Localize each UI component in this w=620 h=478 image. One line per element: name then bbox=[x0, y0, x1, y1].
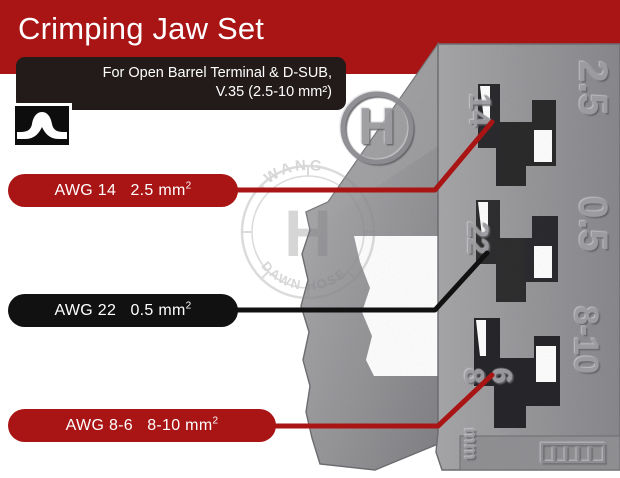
callout-awg-14-label: AWG 14 2.5 mm2 bbox=[54, 180, 192, 199]
svg-text:8: 8 bbox=[459, 368, 490, 384]
crimp-profile-icon bbox=[12, 103, 72, 148]
svg-text:mm: mm bbox=[461, 428, 481, 460]
svg-text:0.5: 0.5 bbox=[571, 196, 615, 252]
svg-text:H: H bbox=[358, 98, 396, 156]
callout-awg-14: AWG 14 2.5 mm2 bbox=[8, 174, 238, 207]
svg-text:8-10: 8-10 bbox=[567, 306, 605, 374]
svg-text:6: 6 bbox=[487, 368, 518, 384]
subtitle-line-1: For Open Barrel Terminal & D-SUB, bbox=[102, 65, 332, 81]
callout-awg-22-label: AWG 22 0.5 mm2 bbox=[54, 300, 192, 319]
subtitle-box: For Open Barrel Terminal & D-SUB, V.35 (… bbox=[16, 57, 346, 110]
svg-text:2.5: 2.5 bbox=[571, 60, 615, 116]
callout-awg-22: AWG 22 0.5 mm2 bbox=[8, 294, 238, 327]
callout-awg-8-6: AWG 8-6 8-10 mm2 bbox=[8, 409, 276, 442]
svg-text:14: 14 bbox=[463, 93, 496, 127]
callout-awg-8-6-label: AWG 8-6 8-10 mm2 bbox=[65, 415, 219, 434]
subtitle-line-2: V.35 (2.5-10 mm²) bbox=[215, 84, 332, 100]
svg-text:22: 22 bbox=[461, 221, 494, 254]
page-title: Crimping Jaw Set bbox=[18, 11, 265, 46]
